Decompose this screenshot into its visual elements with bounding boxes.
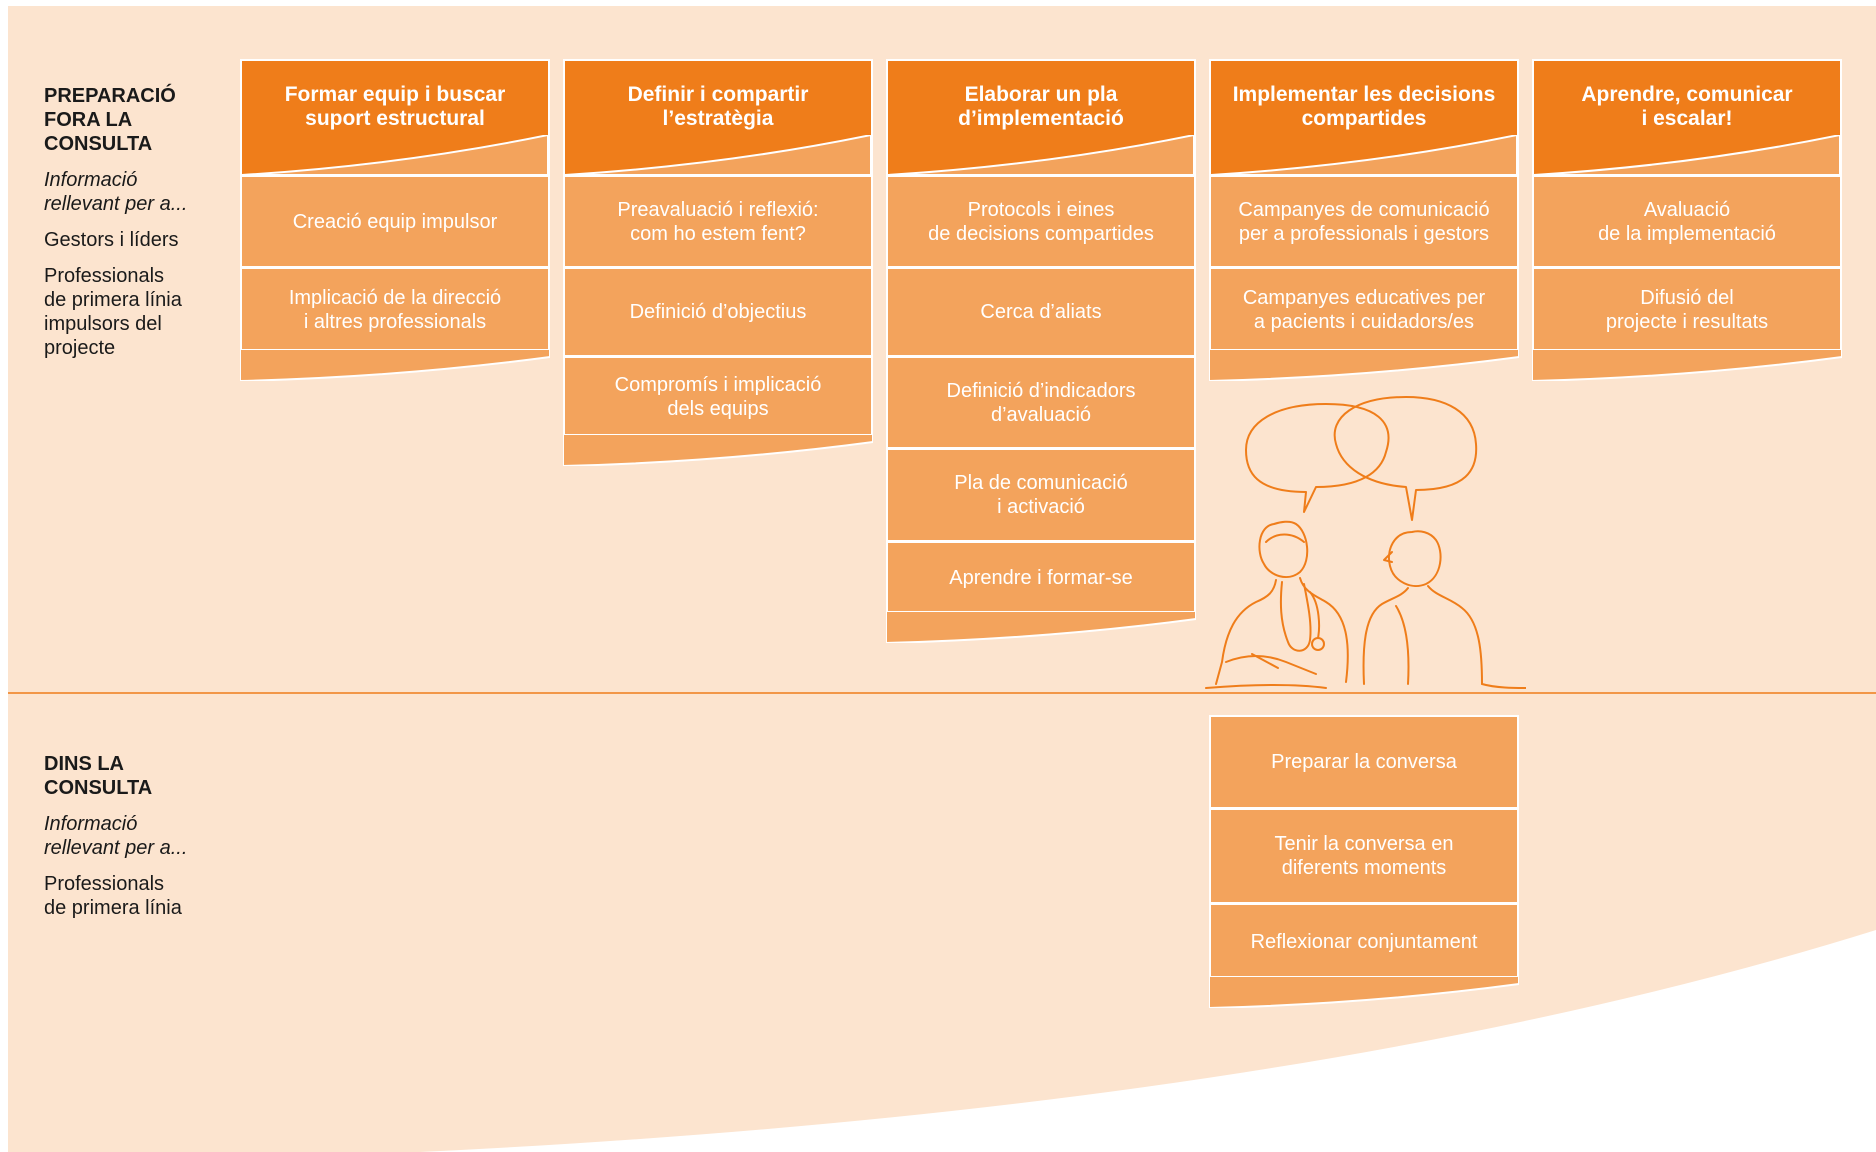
doctor-head-icon xyxy=(1258,520,1309,579)
step-item: Definició d’objectius xyxy=(563,269,873,358)
step-item: Campanyes de comunicació per a professio… xyxy=(1209,177,1519,269)
step-item: Protocols i eines de decisions compartid… xyxy=(886,177,1196,269)
step-item-text: Implicació de la direcció i altres profe… xyxy=(288,287,502,333)
column-header: Definir i compartir l’estratègia xyxy=(563,59,873,177)
speech-bubble-icon xyxy=(1245,403,1390,513)
item-bottom-curve xyxy=(1532,349,1842,381)
column-strategy: Definir i compartir l’estratègia Preaval… xyxy=(563,59,873,466)
column-learn: Aprendre, comunicar i escalar! Avaluació… xyxy=(1532,59,1842,381)
section-subtitle-inside: Informació rellevant per a... xyxy=(44,813,188,859)
step-item: Implicació de la direcció i altres profe… xyxy=(240,269,550,381)
column-header-text: Implementar les decisions compartides xyxy=(1232,83,1496,130)
item-bottom-curve xyxy=(1209,349,1519,381)
column-header: Aprendre, comunicar i escalar! xyxy=(1532,59,1842,177)
patient-body-icon xyxy=(1362,587,1409,685)
section-title-inside: DINS LA CONSULTA xyxy=(44,753,153,799)
step-item: Creació equip impulsor xyxy=(240,177,550,269)
column-header: Implementar les decisions compartides xyxy=(1209,59,1519,177)
step-item: Campanyes educatives per a pacients i cu… xyxy=(1209,269,1519,381)
column-team: Formar equip i buscar suport estructural… xyxy=(240,59,550,381)
doctor-patient-illustration xyxy=(1205,396,1526,689)
step-item: Compromís i implicació dels equips xyxy=(563,358,873,466)
column-header: Elaborar un pla d’implementació xyxy=(886,59,1196,177)
speech-bubble-icon xyxy=(1333,396,1478,521)
column-implement: Implementar les decisions compartides Ca… xyxy=(1209,59,1519,381)
header-curve xyxy=(888,135,1194,175)
item-bottom-curve xyxy=(563,434,873,466)
header-curve xyxy=(1211,135,1517,175)
section-label-inside: DINS LA CONSULTA Informació rellevant pe… xyxy=(44,752,224,932)
audience-frontline: Professionals de primera línia xyxy=(44,873,182,919)
audience-frontline-promoters: Professionals de primera línia impulsors… xyxy=(44,265,182,359)
step-item: Definició d’indicadors d’avaluació xyxy=(886,358,1196,450)
step-item: Difusió del projecte i resultats xyxy=(1532,269,1842,381)
column-header: Formar equip i buscar suport estructural xyxy=(240,59,550,177)
step-item: Pla de comunicació i activació xyxy=(886,450,1196,543)
step-item-text: Aprendre i formar-se xyxy=(949,567,1133,589)
header-curve xyxy=(1534,135,1840,175)
column-consultation: Preparar la conversa Tenir la conversa e… xyxy=(1209,715,1519,1008)
column-header-text: Definir i compartir l’estratègia xyxy=(627,83,809,130)
column-header-text: Elaborar un pla d’implementació xyxy=(958,83,1124,130)
section-title-outside: PREPARACIÓ FORA LA CONSULTA xyxy=(44,85,176,155)
item-bottom-curve xyxy=(240,349,550,381)
step-item: Tenir la conversa en diferents moments xyxy=(1209,810,1519,905)
step-item: Preparar la conversa xyxy=(1209,715,1519,810)
header-curve xyxy=(565,135,871,175)
step-item-text: Difusió del projecte i resultats xyxy=(1605,287,1769,333)
step-item: Reflexionar conjuntament xyxy=(1209,905,1519,1008)
step-item: Aprendre i formar-se xyxy=(886,543,1196,643)
step-item: Preavaluació i reflexió: com ho estem fe… xyxy=(563,177,873,269)
item-bottom-curve xyxy=(886,611,1196,643)
step-item-text: Campanyes educatives per a pacients i cu… xyxy=(1242,287,1486,333)
step-item: Cerca d’aliats xyxy=(886,269,1196,358)
doctor-body-icon xyxy=(1215,579,1277,685)
header-curve xyxy=(242,135,548,175)
patient-head-icon xyxy=(1388,530,1442,587)
audience-managers: Gestors i líders xyxy=(44,229,179,251)
column-plan: Elaborar un pla d’implementació Protocol… xyxy=(886,59,1196,643)
step-item-text: Compromís i implicació dels equips xyxy=(614,374,822,420)
step-item-text: Reflexionar conjuntament xyxy=(1250,930,1478,953)
item-bottom-curve xyxy=(1209,976,1519,1008)
column-header-text: Formar equip i buscar suport estructural xyxy=(284,83,506,130)
step-item: Avaluació de la implementació xyxy=(1532,177,1842,269)
section-subtitle-outside: Informació rellevant per a... xyxy=(44,169,188,215)
column-header-text: Aprendre, comunicar i escalar! xyxy=(1581,83,1793,130)
section-label-outside: PREPARACIÓ FORA LA CONSULTA Informació r… xyxy=(44,84,224,372)
